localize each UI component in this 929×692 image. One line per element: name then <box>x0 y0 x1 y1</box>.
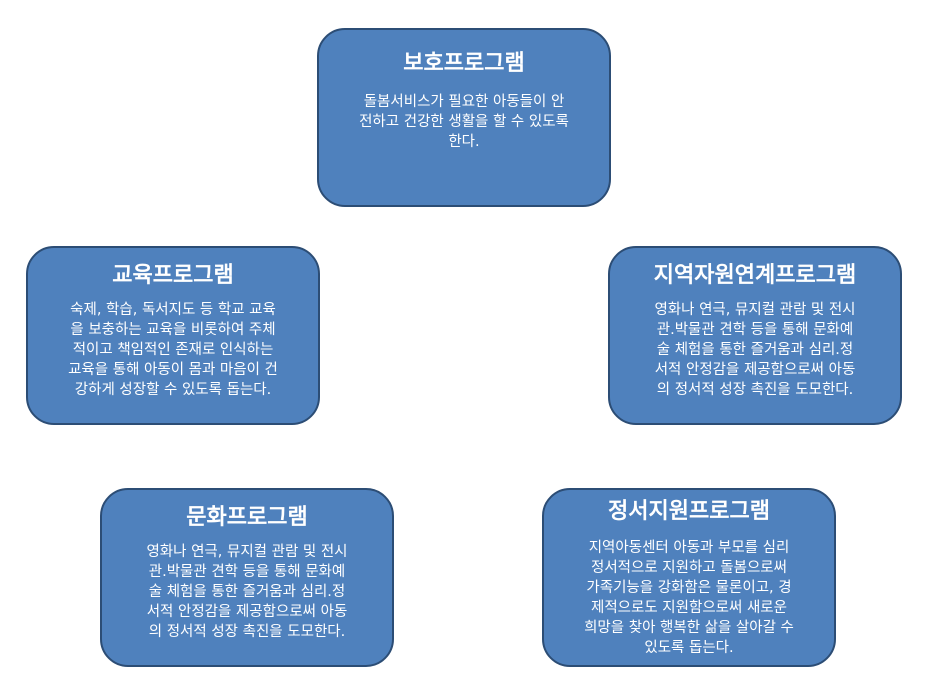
education-program-description: 숙제, 학습, 독서지도 등 학교 교육 을 보충하는 교육을 비롯하여 주체 … <box>68 302 278 398</box>
protection-program-description: 돌봄서비스가 필요한 아동들이 안 전하고 건강한 생활을 할 수 있도록 한다… <box>359 94 569 150</box>
education-program-title: 교육프로그램 <box>112 263 234 288</box>
community-resource-program-box: 지역자원연계프로그램 영화나 연극, 뮤지컬 관람 및 전시 관.박물관 견학 … <box>608 246 902 425</box>
protection-program-box: 보호프로그램 돌봄서비스가 필요한 아동들이 안 전하고 건강한 생활을 할 수… <box>317 28 611 207</box>
community-resource-program-title: 지역자원연계프로그램 <box>653 263 857 288</box>
protection-program-title: 보호프로그램 <box>403 51 525 76</box>
culture-program-title: 문화프로그램 <box>186 505 308 530</box>
culture-program-box: 문화프로그램 영화나 연극, 뮤지컬 관람 및 전시 관.박물관 견학 등을 통… <box>100 488 394 667</box>
community-resource-program-description: 영화나 연극, 뮤지컬 관람 및 전시 관.박물관 견학 등을 통해 문화예 술… <box>654 302 856 398</box>
emotional-support-program-description: 지역아동센터 아동과 부모를 심리 정서적으로 지원하고 돌봄으로써 가족기능을… <box>584 540 794 656</box>
education-program-box: 교육프로그램 숙제, 학습, 독서지도 등 학교 교육 을 보충하는 교육을 비… <box>26 246 320 425</box>
emotional-support-program-box: 정서지원프로그램 지역아동센터 아동과 부모를 심리 정서적으로 지원하고 돌봄… <box>542 488 836 667</box>
culture-program-description: 영화나 연극, 뮤지컬 관람 및 전시 관.박물관 견학 등을 통해 문화예 술… <box>146 544 348 640</box>
emotional-support-program-title: 정서지원프로그램 <box>608 499 770 524</box>
